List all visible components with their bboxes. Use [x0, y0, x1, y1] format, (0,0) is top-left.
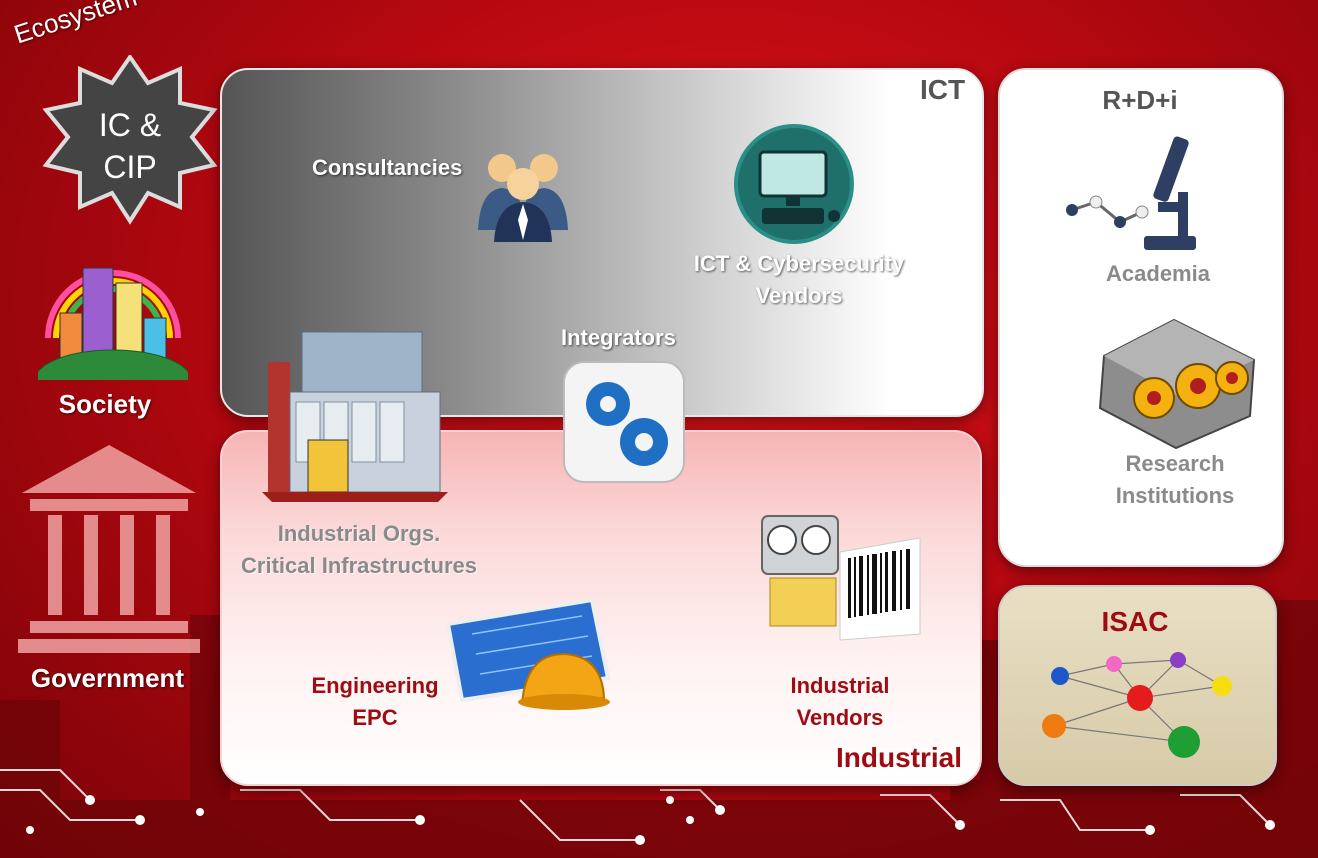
- industrial-title: Industrial: [836, 742, 963, 773]
- isac-title: ISAC: [1101, 606, 1169, 637]
- government-building-icon: [18, 445, 200, 653]
- city-globe-icon: [38, 267, 188, 380]
- gauges-barcode-icon: [761, 515, 921, 641]
- ict-title: ICT: [920, 74, 966, 105]
- rdi-title: R+D+i: [1102, 85, 1178, 115]
- engineering-line-1: Engineering: [311, 673, 439, 698]
- consultancies-label: Consultancies: [312, 155, 463, 180]
- network-people-icon: [1042, 652, 1232, 758]
- ict-vendors-line-1: ICT & Cybersecurity: [693, 251, 905, 276]
- research-machine-icon: [1098, 318, 1256, 450]
- industrial-orgs-line-2: Critical Infrastructures: [241, 553, 477, 578]
- microscope-icon: [1066, 136, 1196, 250]
- academia-label: Academia: [1106, 261, 1210, 286]
- badge-line-2: CIP: [103, 149, 157, 185]
- industrial-vendors-line-1: Industrial: [790, 673, 890, 698]
- star-badge-icon: [42, 55, 218, 225]
- gears-icon: [563, 361, 685, 483]
- badge-line-1: IC &: [98, 107, 162, 143]
- computer-icon: [734, 124, 854, 244]
- industrial-orgs-line-1: Industrial Orgs.: [277, 521, 441, 546]
- blueprint-helmet-icon: [445, 597, 611, 710]
- people-group-icon: [478, 154, 568, 242]
- industrial-vendors-line-2: Vendors: [796, 705, 884, 730]
- rdi-panel: [998, 68, 1284, 567]
- ict-vendors-line-2: Vendors: [755, 283, 843, 308]
- society-label: Society: [58, 389, 152, 419]
- government-label: Government: [30, 663, 185, 693]
- research-line-2: Institutions: [1115, 483, 1235, 508]
- engineering-line-2: EPC: [352, 705, 398, 730]
- factory-icon: [262, 331, 448, 502]
- research-line-1: Research: [1125, 451, 1225, 476]
- integrators-label: Integrators: [561, 325, 676, 350]
